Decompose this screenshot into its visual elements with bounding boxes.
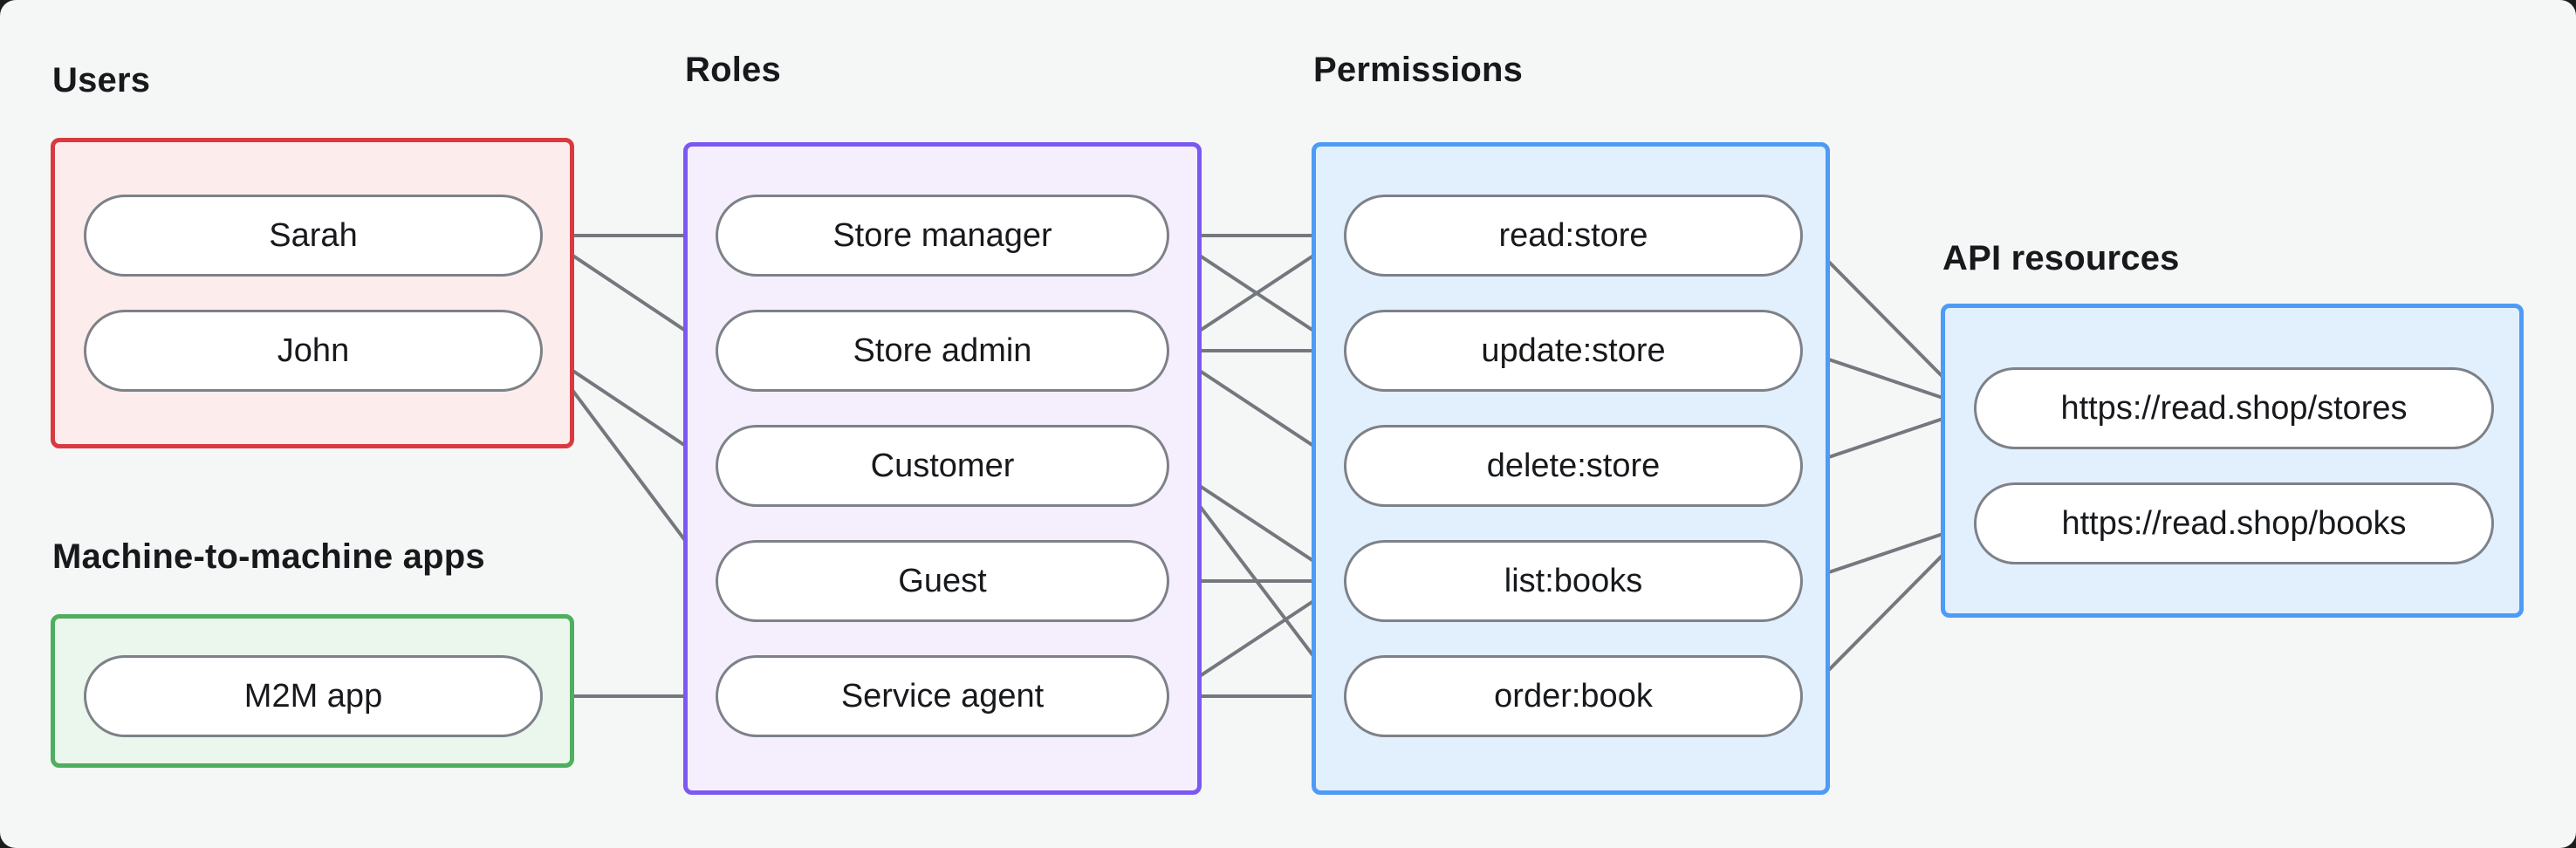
node-permission-order-book: order:book	[1344, 655, 1803, 737]
node-api-resource-books: https://read.shop/books	[1974, 482, 2494, 564]
api-resources-group-label: API resources	[1942, 239, 2180, 277]
node-api-resource-stores: https://read.shop/stores	[1974, 367, 2494, 449]
roles-group-label: Roles	[685, 51, 781, 89]
node-role-service-agent: Service agent	[716, 655, 1169, 737]
node-role-store-admin: Store admin	[716, 310, 1169, 392]
users-group-box	[51, 138, 574, 448]
node-permission-delete-store: delete:store	[1344, 425, 1803, 507]
permissions-group-label: Permissions	[1313, 51, 1524, 89]
node-permission-update-store: update:store	[1344, 310, 1803, 392]
node-role-customer: Customer	[716, 425, 1169, 507]
node-role-store-manager: Store manager	[716, 195, 1169, 277]
users-group-label: Users	[52, 61, 151, 99]
node-user-sarah: Sarah	[84, 195, 543, 277]
node-permission-read-store: read:store	[1344, 195, 1803, 277]
m2m-apps-group-label: Machine-to-machine apps	[52, 537, 485, 576]
api-resources-group-box	[1941, 304, 2524, 618]
node-m2m-app: M2M app	[84, 655, 543, 737]
node-role-guest: Guest	[716, 540, 1169, 622]
node-user-john: John	[84, 310, 543, 392]
node-permission-list-books: list:books	[1344, 540, 1803, 622]
